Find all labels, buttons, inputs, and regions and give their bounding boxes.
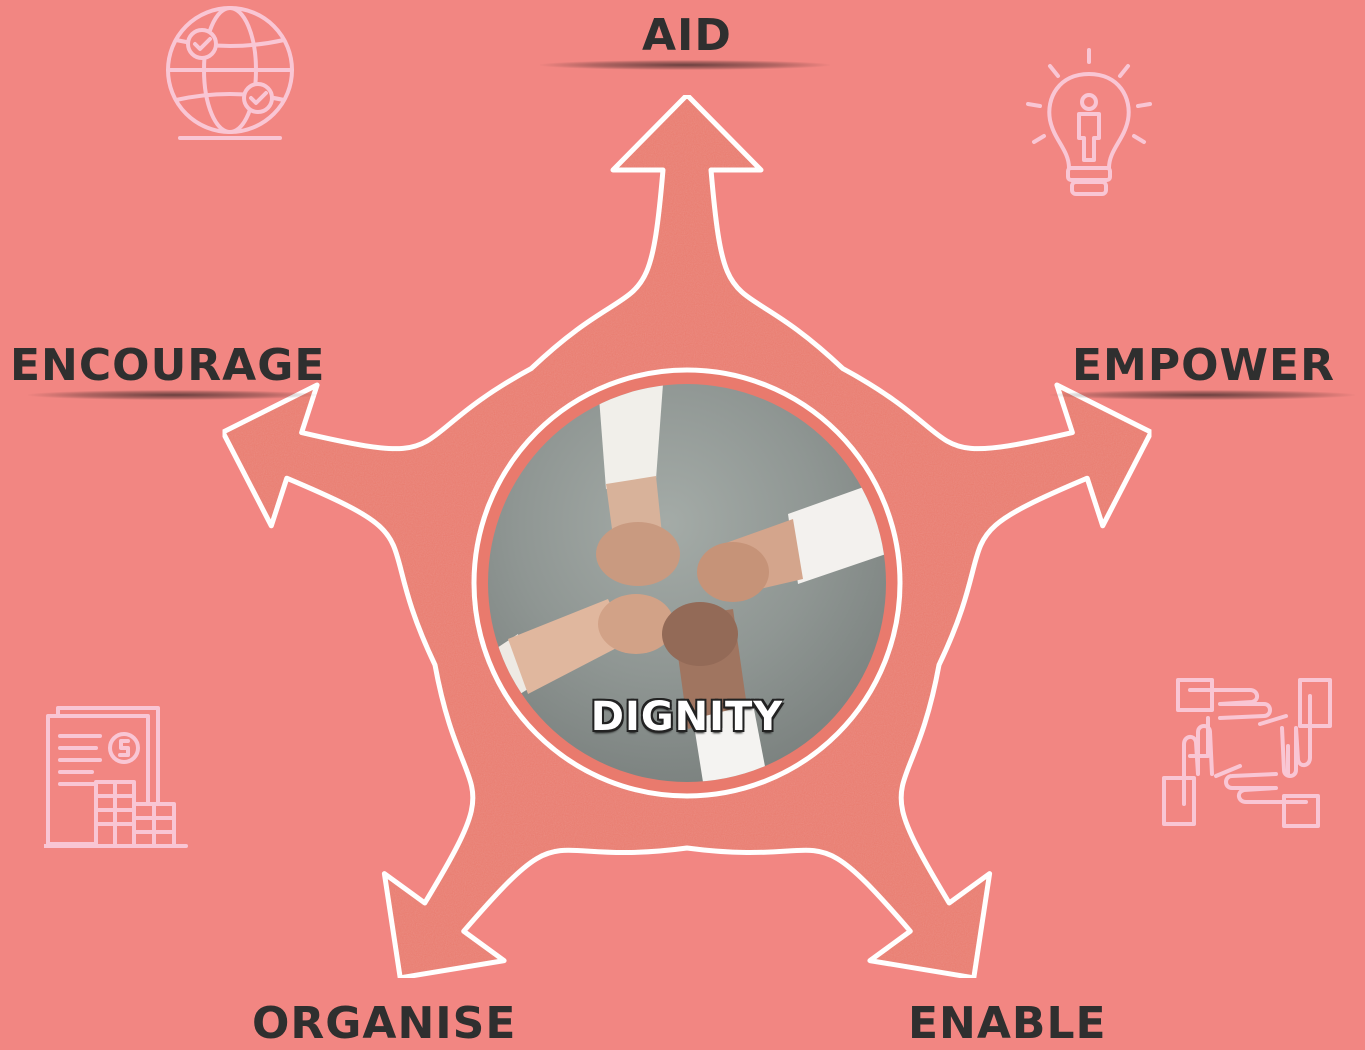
label-enable: ENABLE: [908, 998, 1107, 1049]
globe-check-icon: [166, 6, 294, 140]
label-encourage: ENCOURAGE: [10, 340, 326, 391]
label-empower-shadow: [1050, 390, 1355, 400]
label-empower: EMPOWER: [1072, 340, 1335, 391]
label-aid-shadow: [540, 60, 830, 70]
label-encourage-shadow: [28, 390, 318, 400]
center-photo: [488, 384, 886, 782]
budget-document-icon: [44, 706, 188, 848]
center-label: DIGNITY: [590, 694, 784, 740]
label-organise: ORGANISE: [252, 998, 517, 1049]
lightbulb-person-icon: [1026, 48, 1152, 196]
label-aid: AID: [642, 10, 732, 61]
joined-hands-icon: [1162, 678, 1332, 828]
fist-bump-image: [488, 384, 886, 782]
